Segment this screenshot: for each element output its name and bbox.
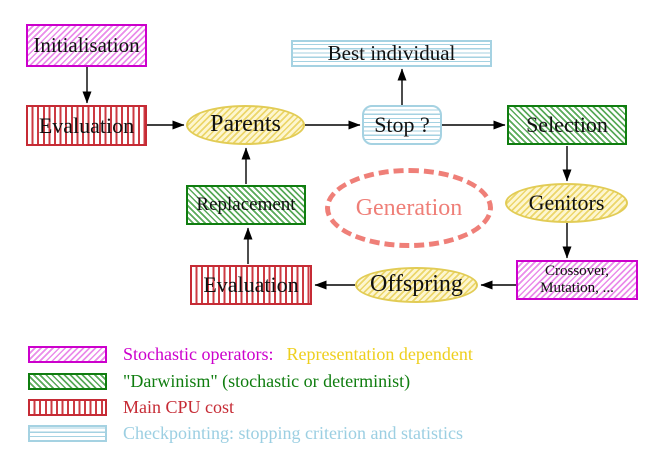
node-evaluation-top: Evaluation [26,105,147,146]
legend-label-darwinism: "Darwinism" (stochastic or determinist) [123,370,411,391]
legend-swatch-checkpointing [28,424,107,442]
node-generation-label: Generation [355,194,463,221]
legend-row-darwinism: "Darwinism" (stochastic or determinist) [28,371,410,391]
legend-row-main-cpu-cost: Main CPU cost [28,397,234,417]
legend-label-main-cpu-cost: Main CPU cost [123,396,235,417]
node-parents-label: Parents [210,111,281,138]
legend-swatch-stochastic-operators [28,345,107,363]
node-evaluation-bottom: Evaluation [190,265,312,305]
node-genitors: Genitors [505,183,628,223]
node-selection-label: Selection [526,112,608,138]
node-evaluation-bottom-label: Evaluation [203,272,299,298]
node-replacement: Replacement [186,185,306,225]
node-parents: Parents [186,105,305,145]
legend-label-representation-dependent: Representation dependent [286,343,473,364]
node-replacement-label: Replacement [196,194,296,216]
node-best-individual-label: Best individual [327,41,456,66]
node-initialisation: Initialisation [26,24,147,67]
node-initialisation-label: Initialisation [33,33,140,58]
node-crossover-line1: Crossover, [545,262,609,279]
legend-row-checkpointing: Checkpointing: stopping criterion and st… [28,423,463,443]
node-selection: Selection [507,105,627,145]
legend-swatch-darwinism [28,372,107,390]
node-crossover-mutation: Crossover, Mutation, ... [516,260,638,300]
node-offspring-label: Offspring [370,271,463,298]
node-generation: Generation [325,168,493,248]
node-evaluation-top-label: Evaluation [38,112,135,138]
node-genitors-label: Genitors [528,190,605,216]
legend-row-stochastic-operators: Stochastic operators: Representation dep… [28,344,473,364]
node-crossover-line2: Mutation, ... [540,280,614,296]
node-offspring: Offspring [355,267,478,303]
legend-label-stochastic-operators: Stochastic operators: [123,343,274,364]
node-stop-label: Stop ? [374,112,430,138]
legend-label-checkpointing: Checkpointing: stopping criterion and st… [123,422,463,443]
legend-swatch-main-cpu-cost [28,398,107,416]
node-stop: Stop ? [362,105,442,145]
node-best-individual: Best individual [291,40,492,67]
